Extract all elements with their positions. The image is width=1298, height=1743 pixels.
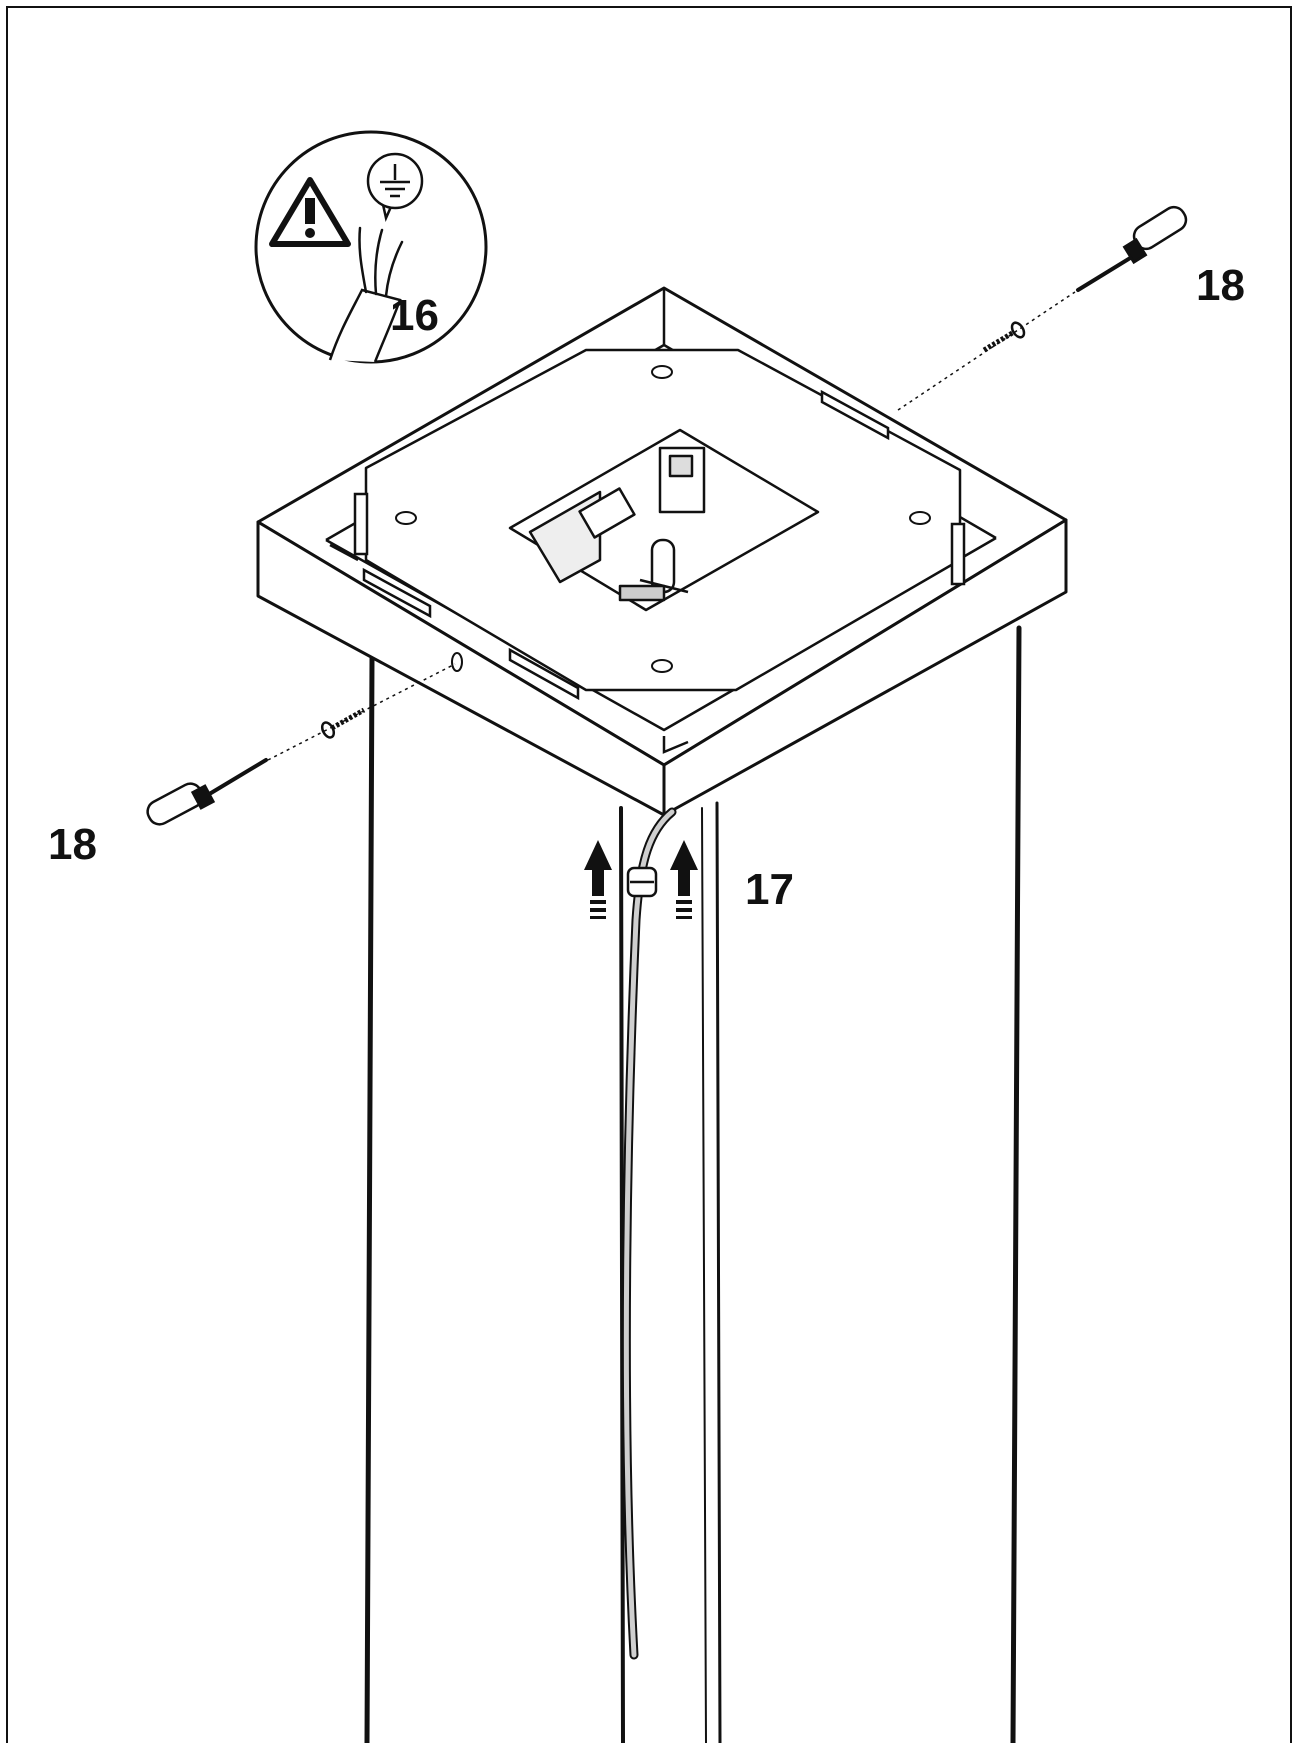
plate-slots — [395, 365, 931, 673]
chimney-column — [364, 625, 1022, 1743]
plate-opening — [508, 428, 820, 612]
ground-icon — [366, 152, 424, 222]
screw-path-right — [897, 291, 1076, 411]
screw-path-left — [267, 663, 456, 761]
screwdriver-icon — [1076, 205, 1188, 292]
step-label-18-right: 18 — [1196, 261, 1245, 310]
power-cable — [621, 807, 677, 1660]
bracket-tabs — [353, 389, 966, 754]
cable-clip-icon — [626, 866, 658, 898]
arrow-up-icon — [584, 840, 612, 919]
warning-icon — [269, 177, 351, 247]
screw-icon — [982, 321, 1026, 353]
side-hole — [451, 652, 463, 672]
screwdriver-icon — [146, 758, 268, 826]
arrow-up-icon — [670, 840, 698, 919]
page-frame — [6, 6, 1292, 1743]
step-label-16: 16 — [390, 291, 439, 340]
wiring-detail — [254, 130, 488, 364]
step-label-18-left: 18 — [48, 820, 97, 869]
step-label-17: 17 — [745, 865, 794, 914]
